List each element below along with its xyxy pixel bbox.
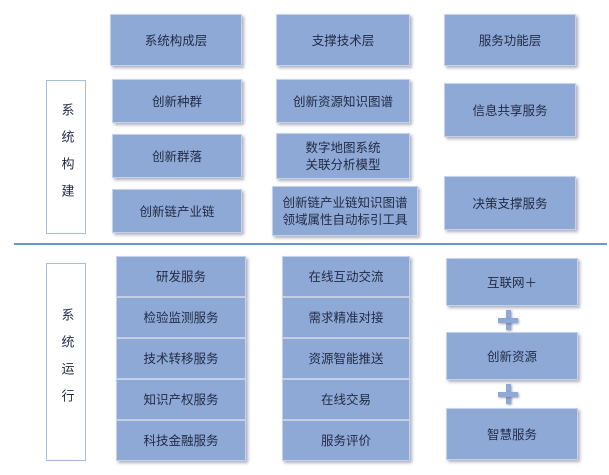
section-label-construction: 系统构建 xyxy=(46,80,86,234)
plus-icon xyxy=(498,384,518,404)
construction-col3-item: 信息共享服务 xyxy=(444,83,576,137)
operation-col3-item: 智慧服务 xyxy=(446,408,578,460)
construction-col2-item: 创新资源知识图谱 xyxy=(276,79,410,123)
construction-col3-item: 决策支撑服务 xyxy=(444,176,576,230)
operation-col1-item: 知识产权服务 xyxy=(116,379,246,420)
construction-col2-item: 数字地图系统 关联分析模型 xyxy=(276,133,410,179)
plus-icon xyxy=(498,310,518,330)
operation-col3-item: 互联网＋ xyxy=(446,258,578,306)
operation-col1-item: 检验监测服务 xyxy=(116,297,246,338)
header-label: 服务功能层 xyxy=(478,32,542,48)
construction-col1-item: 创新种群 xyxy=(112,79,242,123)
operation-col2-item: 资源智能推送 xyxy=(282,338,410,379)
operation-col2-item: 在线互动交流 xyxy=(282,256,410,297)
header-label: 系统构成层 xyxy=(144,32,208,48)
operation-col2-item: 服务评价 xyxy=(282,420,410,461)
section-label-operation: 系统运行 xyxy=(46,263,86,461)
header-service-function: 服务功能层 xyxy=(444,14,576,66)
operation-col2-item: 在线交易 xyxy=(282,379,410,420)
operation-col3-item: 创新资源 xyxy=(446,332,578,380)
operation-col1-item: 科技金融服务 xyxy=(116,420,246,461)
construction-col1-item: 创新群落 xyxy=(112,134,242,178)
header-label: 支撑技术层 xyxy=(311,32,375,48)
operation-col2-item: 需求精准对接 xyxy=(282,297,410,338)
section-divider xyxy=(14,243,607,245)
header-system-composition: 系统构成层 xyxy=(110,14,242,66)
construction-col2-item: 创新链产业链知识图谱 领域属性自动标引工具 xyxy=(272,186,418,236)
operation-col1-item: 研发服务 xyxy=(116,256,246,297)
construction-col1-item: 创新链产业链 xyxy=(112,189,242,233)
header-support-technology: 支撑技术层 xyxy=(276,14,410,66)
operation-col1-item: 技术转移服务 xyxy=(116,338,246,379)
